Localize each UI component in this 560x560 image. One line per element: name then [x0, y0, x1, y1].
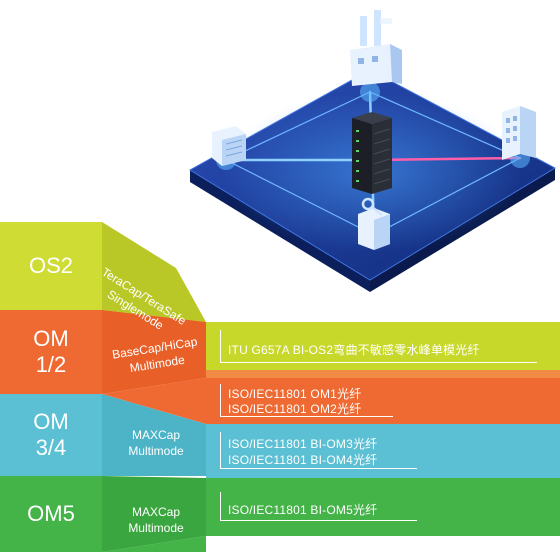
- product-om5: MAXCap Multimode: [128, 505, 184, 535]
- warehouse-icon: [212, 126, 246, 166]
- spec-om12-2: ISO/IEC11801 OM2光纤: [228, 402, 362, 416]
- spec-om34-1: ISO/IEC11801 BI-OM3光纤: [228, 437, 378, 451]
- level-om5: OM5: [27, 501, 75, 526]
- level-om34: OM 3/4: [33, 409, 69, 460]
- bracket-os2: [220, 330, 537, 363]
- office-building-icon: [502, 106, 536, 160]
- server-rack-icon: [352, 112, 392, 194]
- ribbon-om12: [0, 310, 560, 424]
- tool-building-icon: [358, 197, 390, 250]
- level-os2: OS2: [28, 253, 74, 278]
- ribbon-om34: [0, 394, 560, 478]
- spec-om5-1: ISO/IEC11801 BI-OM5光纤: [228, 503, 378, 517]
- bracket-om34: [220, 432, 417, 469]
- spec-om34-2: ISO/IEC11801 BI-OM4光纤: [228, 453, 378, 467]
- level-om12: OM 1/2: [33, 326, 69, 377]
- ribbon-om5: [0, 476, 560, 552]
- bracket-om5: [220, 492, 417, 521]
- product-om34: MAXCap Multimode: [128, 428, 184, 458]
- spec-os2-1: ITU G657A BI-OS2弯曲不敏感零水峰单模光纤: [228, 343, 480, 357]
- bracket-om12: [220, 384, 393, 417]
- factory-icon: [350, 10, 402, 86]
- spec-om12-1: ISO/IEC11801 OM1光纤: [228, 387, 362, 401]
